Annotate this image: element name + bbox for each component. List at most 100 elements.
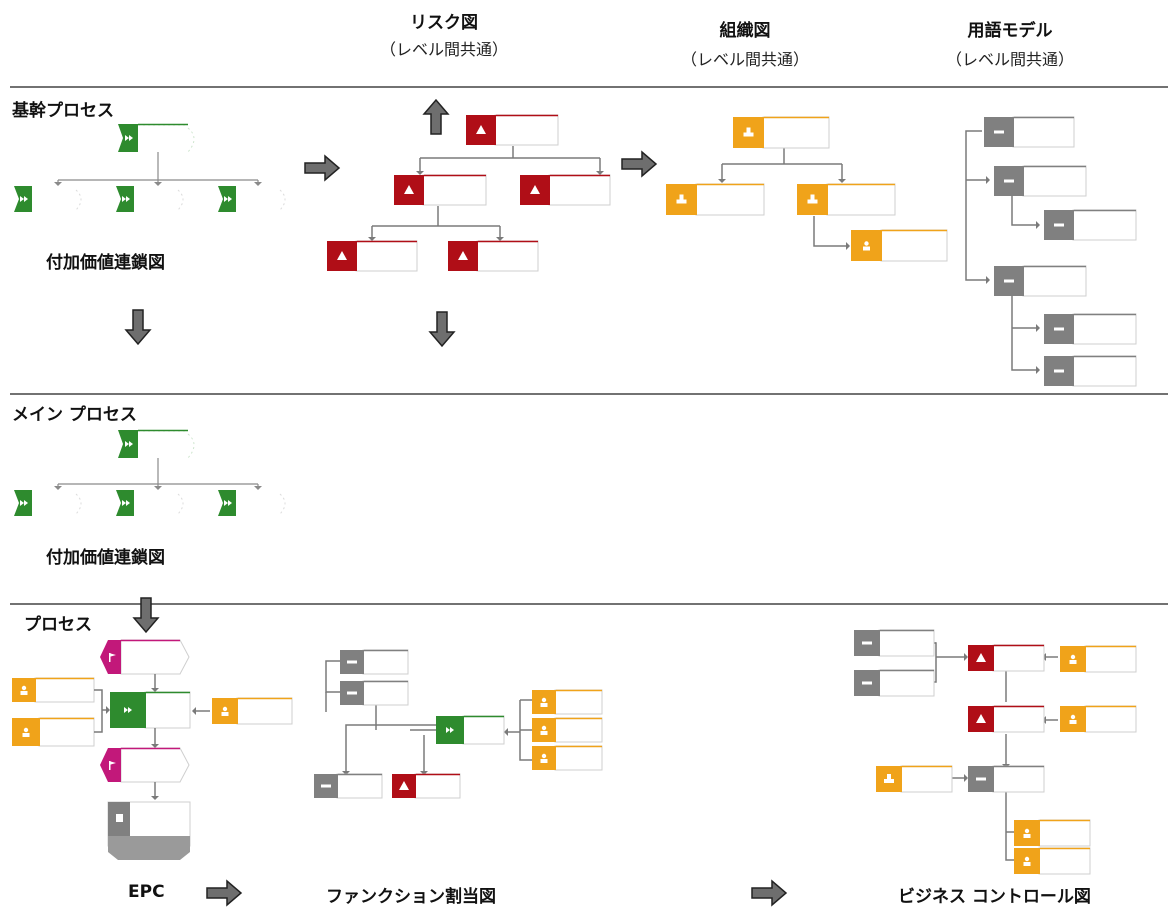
term-box bbox=[1044, 313, 1137, 345]
term-box bbox=[340, 649, 409, 675]
value-chain-top-function bbox=[118, 429, 195, 459]
arrowhead bbox=[504, 728, 508, 736]
org-unit-box bbox=[797, 183, 896, 216]
org-unit-icon bbox=[743, 132, 754, 137]
function-box bbox=[436, 715, 505, 745]
risk-box bbox=[392, 773, 461, 799]
warning-triangle-icon bbox=[404, 185, 414, 194]
level-main-process: メイン プロセス bbox=[12, 405, 137, 425]
minus-icon bbox=[1054, 327, 1064, 331]
person-box bbox=[12, 717, 95, 747]
value-chain-diagram-label-main: 付加価値連鎖図 bbox=[46, 548, 165, 568]
warning-triangle-icon bbox=[530, 185, 540, 194]
risk-diagram-title: リスク図 bbox=[410, 13, 478, 33]
term-model-title: 用語モデル bbox=[967, 21, 1053, 41]
document-icon bbox=[116, 814, 123, 822]
risk-box bbox=[968, 705, 1045, 733]
event-node bbox=[100, 747, 190, 783]
value-chain-diagram-label-core: 付加価値連鎖図 bbox=[46, 253, 165, 273]
risk-box bbox=[327, 240, 418, 272]
minus-icon bbox=[1004, 179, 1014, 183]
document-node bbox=[107, 801, 191, 860]
arrowhead bbox=[1036, 366, 1040, 374]
risk-box bbox=[968, 644, 1045, 672]
chevron-icon bbox=[122, 500, 126, 506]
chevron-icon bbox=[122, 196, 126, 202]
value-chain-function-1 bbox=[14, 186, 82, 212]
arrowhead bbox=[986, 276, 990, 284]
arrowhead bbox=[254, 486, 262, 490]
connector-line bbox=[325, 660, 340, 693]
term-box bbox=[968, 765, 1045, 793]
person-icon bbox=[1024, 856, 1030, 862]
minus-icon bbox=[976, 777, 986, 781]
arrowhead bbox=[154, 182, 162, 186]
person-icon bbox=[541, 697, 547, 703]
org-unit-box bbox=[876, 765, 953, 793]
term-box bbox=[1044, 209, 1137, 241]
term-box bbox=[340, 680, 409, 706]
chevron-icon bbox=[224, 196, 228, 202]
value-chain-function-3 bbox=[218, 186, 286, 212]
block-arrow-right bbox=[304, 154, 341, 182]
arrowhead bbox=[964, 774, 968, 782]
minus-icon bbox=[862, 641, 872, 645]
business-control-diagram-label: ビジネス コントロール図 bbox=[898, 887, 1091, 907]
person-icon bbox=[23, 727, 29, 733]
block-arrow-down bbox=[132, 597, 160, 634]
arrowhead bbox=[986, 176, 990, 184]
connector-line bbox=[345, 705, 377, 772]
person-icon bbox=[21, 685, 27, 691]
minus-icon bbox=[1004, 279, 1014, 283]
connector-line bbox=[1011, 195, 1036, 226]
risk-box bbox=[448, 240, 539, 272]
connector-line bbox=[965, 130, 986, 281]
chevron-icon bbox=[124, 707, 128, 713]
person-box bbox=[212, 697, 293, 725]
value-chain-top-function bbox=[118, 123, 195, 153]
person-icon bbox=[541, 725, 547, 731]
chevron-icon bbox=[224, 500, 228, 506]
value-chain-function-1 bbox=[14, 490, 82, 516]
term-box bbox=[984, 116, 1075, 148]
minus-icon bbox=[1054, 369, 1064, 373]
person-box bbox=[532, 717, 603, 743]
person-box bbox=[12, 677, 95, 703]
arrowhead bbox=[151, 744, 159, 748]
person-box bbox=[851, 229, 948, 262]
term-box bbox=[854, 669, 935, 697]
person-box bbox=[532, 745, 603, 771]
warning-triangle-icon bbox=[399, 781, 409, 790]
flag-icon bbox=[109, 761, 116, 765]
org-unit-icon bbox=[807, 199, 818, 204]
person-icon bbox=[541, 753, 547, 759]
epc-label: EPC bbox=[128, 882, 165, 902]
person-icon bbox=[864, 241, 869, 246]
risk-box bbox=[394, 174, 487, 206]
flag-icon bbox=[109, 653, 116, 657]
value-chain-function-2 bbox=[116, 186, 184, 212]
warning-triangle-icon bbox=[476, 125, 486, 134]
arrowhead bbox=[106, 706, 110, 714]
value-chain-function-2 bbox=[116, 490, 184, 516]
risk-box bbox=[520, 174, 611, 206]
arrowhead bbox=[154, 486, 162, 490]
level-core-process: 基幹プロセス bbox=[12, 101, 114, 121]
arrowhead bbox=[964, 653, 968, 661]
arrowhead bbox=[846, 242, 850, 250]
arrowhead bbox=[416, 171, 424, 175]
chevron-icon bbox=[446, 727, 450, 733]
arrowhead bbox=[420, 771, 428, 775]
term-model-note: （レベル間共通） bbox=[945, 50, 1075, 69]
block-arrow-right bbox=[621, 150, 658, 178]
warning-triangle-icon bbox=[458, 251, 468, 260]
minus-icon bbox=[994, 130, 1004, 134]
person-box bbox=[1060, 705, 1137, 733]
value-chain-function-3 bbox=[218, 490, 286, 516]
arrowhead bbox=[1036, 324, 1040, 332]
arrowhead bbox=[838, 179, 846, 183]
block-arrow-down bbox=[428, 311, 456, 348]
person-icon bbox=[222, 706, 228, 712]
block-arrow-right bbox=[751, 879, 788, 907]
